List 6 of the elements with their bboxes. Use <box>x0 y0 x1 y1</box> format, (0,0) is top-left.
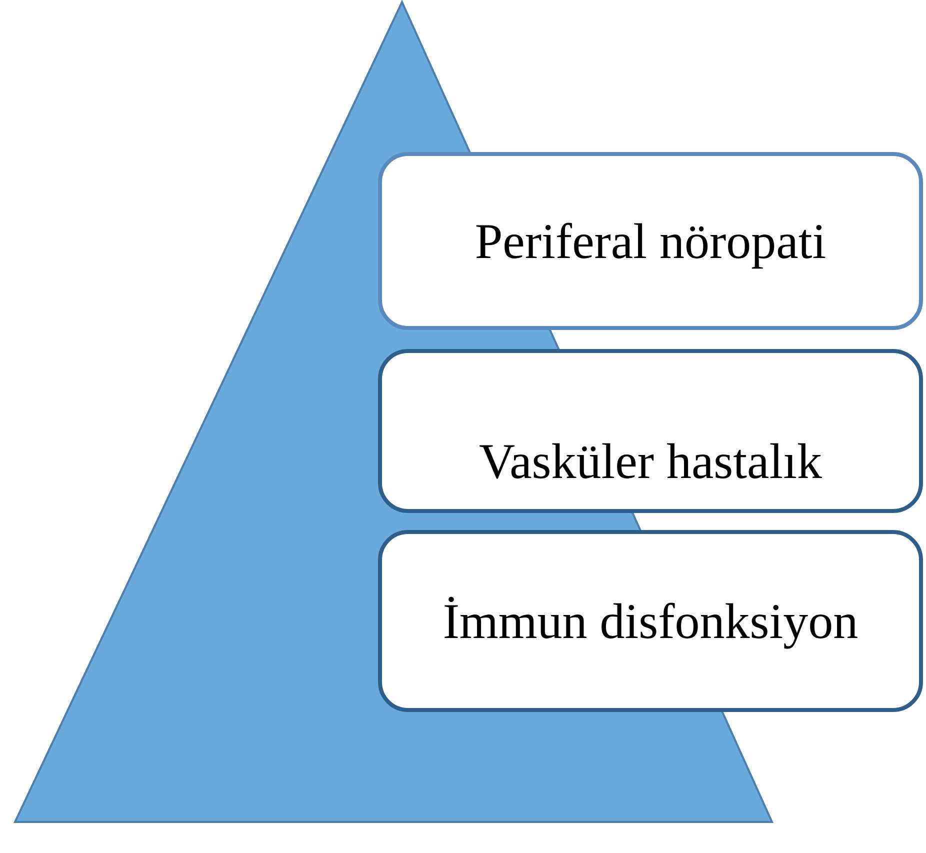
text-box <box>378 152 923 330</box>
box-label: Vasküler hastalık <box>479 432 822 491</box>
box-label: İmmun disfonksiyon <box>442 592 858 651</box>
box-label: Periferal nöropati <box>474 212 826 271</box>
text-box <box>378 530 923 712</box>
text-box <box>378 349 923 513</box>
